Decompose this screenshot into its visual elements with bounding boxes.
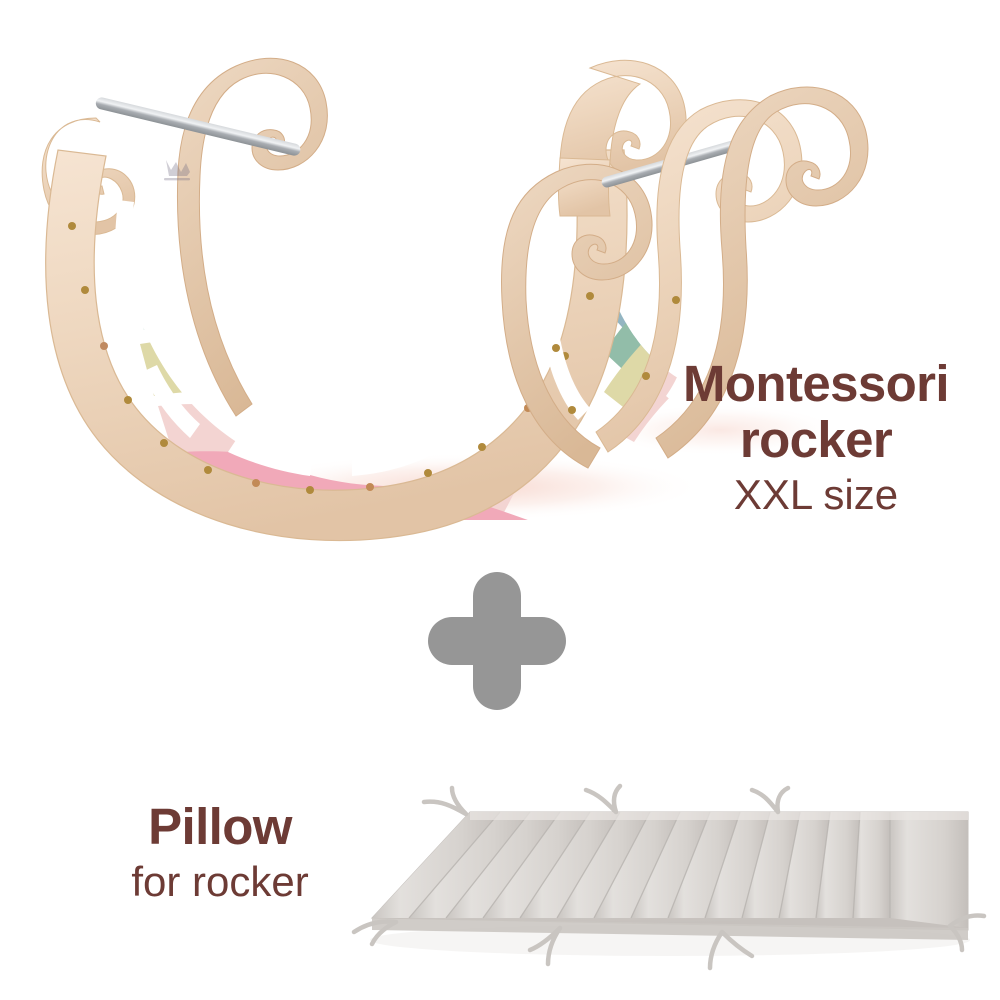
rocker-rail-front-left (41, 59, 687, 542)
pillow-seams (408, 811, 891, 919)
rocker-panel-center (501, 163, 653, 469)
rocker-title-line-1: Montessori (682, 355, 950, 412)
rocker-panel-rear-right (655, 86, 869, 459)
rocker-panel-right (595, 99, 803, 453)
rocker-screws (68, 222, 594, 494)
rocker-caption: Montessori rocker XXL size (640, 355, 992, 519)
rocker-size-label: XXL size (733, 471, 899, 519)
pillow-subtitle: for rocker (131, 857, 309, 905)
rocker-panel-rear-left (177, 57, 328, 417)
rocker-title-line-2: rocker (739, 411, 893, 469)
pillow-title: Pillow (148, 798, 292, 855)
brand-logo-engraving (164, 160, 190, 181)
plus-icon-vertical-bar (473, 572, 521, 710)
pillow-ties (351, 783, 987, 971)
rocker-metal-bar-left (95, 97, 301, 156)
pillow-product (351, 783, 987, 971)
plus-icon (428, 572, 566, 710)
slat-mint (132, 271, 452, 372)
pillow-caption: Pillow for rocker (60, 800, 380, 904)
pillow-channels (372, 812, 968, 928)
